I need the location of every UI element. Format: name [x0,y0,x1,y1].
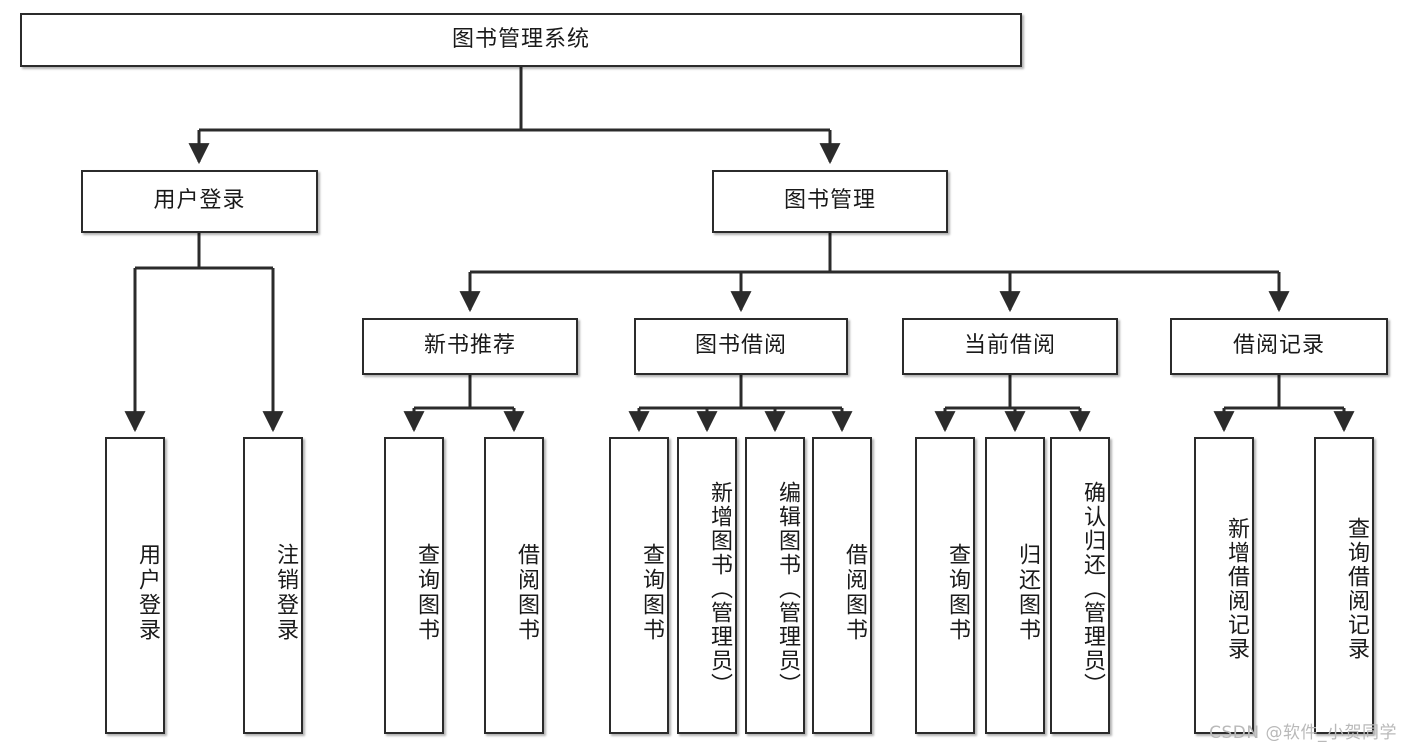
node-root[interactable]: 图书管理系统 [20,13,1022,67]
node-current-borrow-label: 当前借阅 [963,333,1056,359]
node-current-borrow[interactable]: 当前借阅 [902,318,1118,375]
leaf-query-book-2[interactable]: 查询图书 [609,437,669,734]
node-book-management[interactable]: 图书管理 [712,170,948,233]
leaf-query-record[interactable]: 查询借阅记录 [1314,437,1374,734]
leaf-query-book-3-label: 查询图书 [945,542,970,643]
leaf-add-book[interactable]: 新增图书（管理员） [677,437,737,734]
node-book-borrow-label: 图书借阅 [694,333,787,359]
leaf-add-record[interactable]: 新增借阅记录 [1194,437,1254,734]
leaf-borrow-book-2-label: 借阅图书 [842,542,867,643]
leaf-edit-book[interactable]: 编辑图书（管理员） [745,437,805,734]
node-root-label: 图书管理系统 [451,26,590,52]
leaf-borrow-book-1-label: 借阅图书 [514,542,539,643]
node-new-book-recommend[interactable]: 新书推荐 [362,318,578,375]
leaf-confirm-return-label: 确认归还（管理员） [1080,480,1105,697]
leaf-query-record-label: 查询借阅记录 [1344,516,1369,661]
leaf-borrow-book-1[interactable]: 借阅图书 [484,437,544,734]
leaf-return-book-label: 归还图书 [1015,542,1040,643]
leaf-add-record-label: 新增借阅记录 [1224,516,1249,661]
leaf-return-book[interactable]: 归还图书 [985,437,1045,734]
leaf-query-book-1[interactable]: 查询图书 [384,437,444,734]
node-book-borrow[interactable]: 图书借阅 [634,318,848,375]
node-book-management-label: 图书管理 [783,188,876,214]
leaf-query-book-2-label: 查询图书 [639,542,664,643]
leaf-confirm-return[interactable]: 确认归还（管理员） [1050,437,1110,734]
leaf-borrow-book-2[interactable]: 借阅图书 [812,437,872,734]
leaf-query-book-3[interactable]: 查询图书 [915,437,975,734]
leaf-logout-label: 注销登录 [273,542,298,643]
leaf-query-book-1-label: 查询图书 [414,542,439,643]
leaf-add-book-label: 新增图书（管理员） [707,480,732,697]
node-borrow-record-label: 借阅记录 [1232,333,1325,359]
node-user-login[interactable]: 用户登录 [81,170,318,233]
node-borrow-record[interactable]: 借阅记录 [1170,318,1388,375]
leaf-user-login-label: 用户登录 [135,542,160,643]
node-user-login-label: 用户登录 [153,188,246,214]
csdn-watermark: CSDN @软件_小贺同学 [1209,723,1397,743]
node-new-book-recommend-label: 新书推荐 [423,333,516,359]
leaf-logout[interactable]: 注销登录 [243,437,303,734]
leaf-edit-book-label: 编辑图书（管理员） [775,480,800,697]
leaf-user-login[interactable]: 用户登录 [105,437,165,734]
